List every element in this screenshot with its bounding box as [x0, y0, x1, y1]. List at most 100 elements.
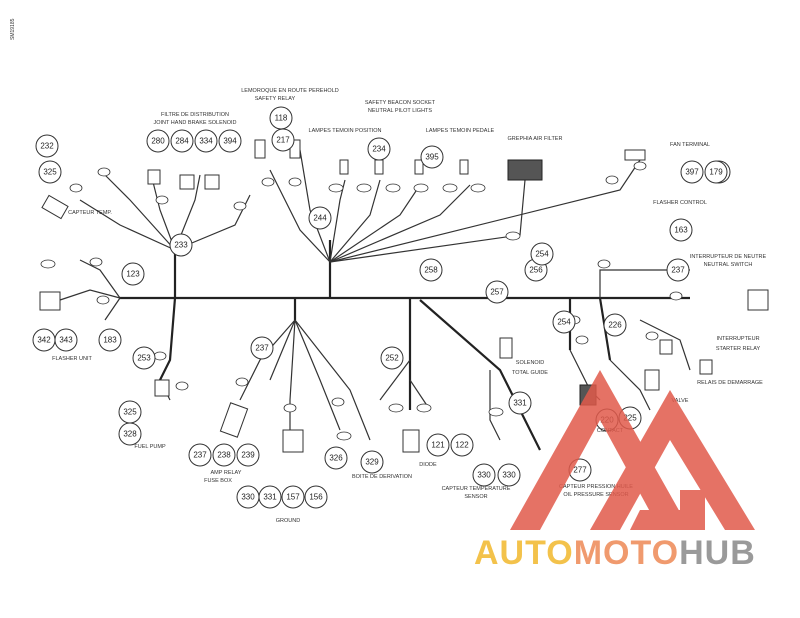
reference-bubble: 330	[236, 485, 260, 509]
bubble-number: 233	[174, 241, 188, 250]
connector	[624, 149, 646, 161]
reference-bubble: 121	[426, 433, 450, 457]
bubble-number: 394	[223, 137, 237, 146]
connector	[699, 359, 713, 375]
label: FLASHER UNIT	[52, 356, 92, 362]
bubble-circle	[35, 134, 59, 158]
connector	[147, 169, 161, 185]
bubble-number: 157	[286, 493, 300, 502]
reference-bubble: 257	[485, 280, 509, 304]
bubble-circle	[669, 218, 693, 242]
bubble-number: 179	[709, 168, 723, 177]
bubble-circle	[38, 160, 62, 184]
bubble-circle	[420, 145, 444, 169]
bubble-number: 277	[573, 466, 587, 475]
label: OIL PRESSURE SENSOR	[563, 492, 628, 498]
watermark-text: AUTOMOTOHUB	[474, 534, 756, 573]
label: JOINT HAND BRAKE SOLENOID	[153, 120, 236, 126]
reference-bubble: 252	[380, 346, 404, 370]
connector	[659, 339, 673, 355]
bubble-circle	[530, 242, 554, 266]
reference-bubble: 326	[324, 446, 348, 470]
bubble-number: 118	[275, 114, 288, 123]
bubble-number: 239	[241, 451, 255, 460]
connector	[179, 174, 195, 190]
bubble-circle	[508, 391, 532, 415]
reference-bubble: 179	[704, 160, 728, 184]
bubble-number: 254	[535, 250, 549, 259]
bubble-circle	[380, 346, 404, 370]
reference-bubble: 123	[121, 262, 145, 286]
bubble-circle	[472, 463, 496, 487]
label: SOLENOID	[516, 360, 544, 366]
bubble-circle	[118, 422, 142, 446]
reference-bubble: 397	[680, 160, 704, 184]
connector	[499, 337, 513, 359]
reference-bubble: 156	[304, 485, 328, 509]
connector	[219, 402, 249, 438]
label: AMP RELAY	[211, 470, 242, 476]
reference-bubble: 284	[170, 129, 194, 153]
connector	[204, 174, 220, 190]
wire-tags	[40, 161, 683, 441]
reference-bubble: 237	[250, 336, 274, 360]
label: BOITE DE DERIVATION	[352, 474, 412, 480]
reference-bubble: 330	[472, 463, 496, 487]
bubble-number: 237	[671, 266, 685, 275]
upper-branches	[59, 149, 641, 321]
bubble-number: 330	[502, 471, 516, 480]
bubble-number: 280	[151, 137, 165, 146]
bubble-circle	[552, 310, 576, 334]
reference-bubble: 329	[360, 450, 384, 474]
bubble-circle	[236, 443, 260, 467]
bubble-circle	[188, 443, 212, 467]
bubble-number: 254	[557, 318, 571, 327]
label: SAFETY RELAY	[255, 96, 296, 102]
reference-bubble: 183	[98, 328, 122, 352]
bubble-number: 326	[329, 454, 343, 463]
label: INTERRUPTEUR	[716, 336, 759, 342]
bubble-circle	[360, 450, 384, 474]
bubble-number: 325	[43, 168, 57, 177]
reference-bubble: 217	[271, 128, 295, 152]
bubble-number: 395	[425, 153, 439, 162]
bubble-number: 217	[276, 136, 290, 145]
bubble-circle	[680, 160, 704, 184]
label: DIODE	[419, 462, 437, 468]
bubble-circle	[258, 485, 282, 509]
connector	[414, 159, 424, 175]
bubble-circle	[218, 129, 242, 153]
reference-bubble: 325	[38, 160, 62, 184]
label: GREPHIA AIR FILTER	[508, 136, 563, 142]
label: FILTRE DE DISTRIBUTION	[161, 112, 229, 118]
bubble-circle	[132, 346, 156, 370]
main-harness	[120, 240, 690, 451]
bubble-number: 257	[490, 288, 504, 297]
label: SENSOR	[464, 494, 487, 500]
bubble-number: 237	[255, 344, 269, 353]
bubble-circle	[704, 160, 728, 184]
connector	[507, 159, 543, 181]
connector	[644, 369, 660, 391]
connector	[41, 194, 69, 220]
connector	[154, 379, 170, 397]
reference-bubble: 254	[530, 242, 554, 266]
reference-bubble: 325	[118, 400, 142, 424]
label: CAPTEUR TEMP.	[68, 210, 112, 216]
label: FUEL PUMP	[134, 444, 166, 450]
reference-bubble: 254	[552, 310, 576, 334]
bubble-circle	[497, 463, 521, 487]
connector	[402, 429, 420, 453]
bubble-circle	[54, 328, 78, 352]
bubble-number: 163	[674, 226, 688, 235]
bubble-number: 256	[529, 266, 543, 275]
bubble-number: 122	[455, 441, 469, 450]
reference-bubble: 244	[308, 206, 332, 230]
bubble-circle	[121, 262, 145, 286]
reference-bubble: 395	[420, 145, 444, 169]
bubble-number: 329	[365, 458, 379, 467]
label: GROUND	[276, 518, 300, 524]
connector	[282, 429, 304, 453]
